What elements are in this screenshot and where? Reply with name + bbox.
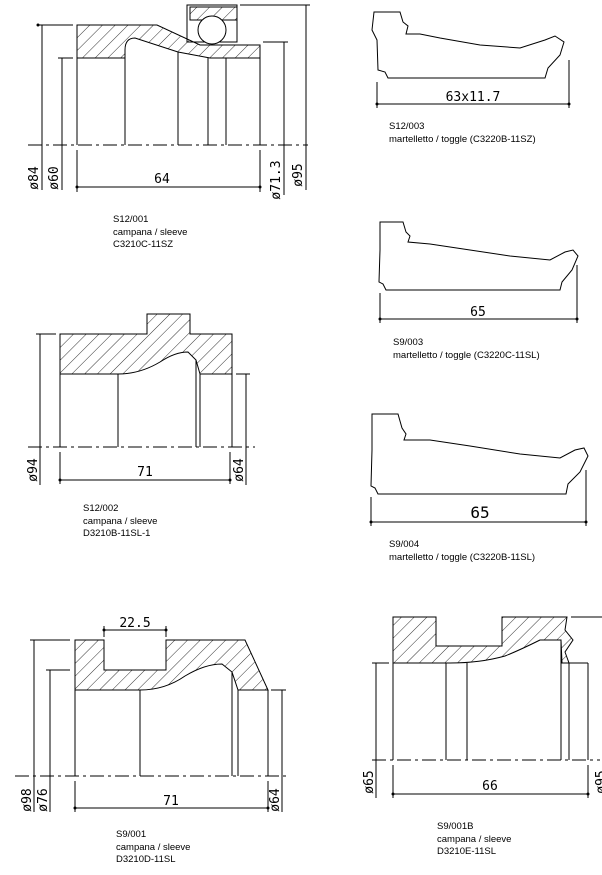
caption-s9-004: S9/004 martelletto / toggle (C3220B-11SL… [389,539,535,564]
caption-s12-002: S12/002 campana / sleeve D3210B-11SL-1 [83,503,157,541]
drawing-s9-001: 22.5 71 ø98 ø76 ø64 [15,616,290,812]
dim-d98: ø98 [20,788,35,811]
part-type: martelletto / toggle (C3220B-11SL) [389,551,536,563]
dim-length: 71 [137,465,153,480]
caption-s9-001b: S9/001B campana / sleeve D3210E-11SL [437,821,511,859]
part-type: campana / sleeve [437,833,512,845]
part-code: S12/003 [389,121,425,132]
dim-d60: ø60 [47,166,62,189]
part-code: S9/004 [389,539,420,550]
caption-s9-001: S9/001 campana / sleeve D3210D-11SL [116,829,190,867]
part-ref: C3210C-11SZ [113,239,174,250]
dim-d84: ø84 [27,166,42,190]
dim-length: 71 [163,794,179,809]
drawing-s12-001: 64 ø84 ø60 ø71.3 ø95 [27,4,310,200]
part-code: S9/001B [437,821,474,832]
drawing-s12-003: 63x11.7 [371,11,571,108]
part-code: S12/002 [83,503,119,514]
dim-d64: ø64 [232,458,247,482]
part-code: S9/003 [393,337,424,348]
dim-d76: ø76 [36,788,51,811]
caption-s12-003: S12/003 martelletto / toggle (C3220B-11S… [389,121,536,146]
dim-groove: 22.5 [119,616,150,631]
dim-d71-3: ø71.3 [269,160,284,199]
part-code: S12/001 [113,214,149,225]
part-type: campana / sleeve [113,226,188,238]
part-type: campana / sleeve [83,515,158,527]
part-ref: D3210D-11SL [116,854,176,865]
dim-length: 66 [482,779,498,794]
caption-s12-001: S12/001 campana / sleeve C3210C-11SZ [113,214,187,252]
dim-length: 65 [470,503,489,522]
part-type: martelletto / toggle (C3220B-11SZ) [389,133,536,145]
drawing-s9-001b: 66 ø65 ø95 [362,616,602,798]
dim-d95: ø95 [594,770,602,793]
caption-s9-003: S9/003 martelletto / toggle (C3220C-11SL… [393,337,540,362]
part-type: campana / sleeve [116,841,191,853]
dim-length: 65 [470,305,486,320]
dim-d94: ø94 [26,458,41,482]
drawing-s9-004: 65 [369,413,589,526]
dim-d95: ø95 [291,163,306,186]
drawing-s12-002: 71 ø94 ø64 [26,313,255,485]
dim-length: 63x11.7 [446,90,501,105]
dim-length: 64 [154,172,170,187]
part-ref: D3210E-11SL [437,846,496,857]
dim-d64: ø64 [268,788,283,812]
dim-d65: ø65 [362,770,377,793]
drawing-s9-003: 65 [378,221,579,323]
part-code: S9/001 [116,829,147,840]
part-type: martelletto / toggle (C3220C-11SL) [393,349,540,361]
part-ref: D3210B-11SL-1 [83,528,151,539]
